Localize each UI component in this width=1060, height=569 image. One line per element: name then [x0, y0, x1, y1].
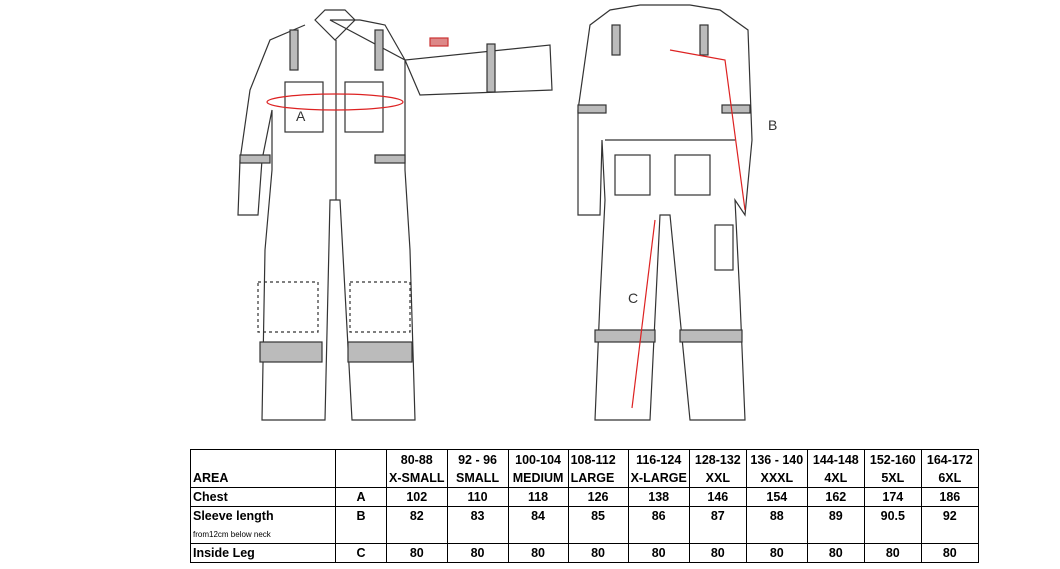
- cell: 80: [627, 543, 690, 563]
- sleeve-measure-line: [669, 49, 746, 211]
- row-label: Inside Leg: [190, 543, 336, 563]
- area-header: AREA: [190, 449, 336, 488]
- cell: 80: [446, 543, 509, 563]
- cell: 90.5: [863, 506, 922, 525]
- cell: 80: [507, 543, 569, 563]
- cell: 82: [386, 506, 448, 525]
- row-label: Sleeve length: [190, 506, 336, 525]
- cell: 84: [507, 506, 569, 525]
- leg-measure-line: [631, 219, 656, 409]
- cell: 186: [920, 487, 979, 507]
- front-coverall: [237, 9, 553, 421]
- cell: 80: [386, 543, 448, 563]
- table-row-sleeve-note: from12cm below neck: [190, 525, 979, 544]
- label-a: A: [296, 108, 306, 124]
- label-b: B: [768, 117, 778, 133]
- cell: 102: [386, 487, 448, 507]
- cell: 110: [446, 487, 509, 507]
- cell: 85: [567, 506, 629, 525]
- cell: 174: [863, 487, 922, 507]
- row-label: Chest: [190, 487, 336, 507]
- cell: 83: [446, 506, 509, 525]
- coverall-technical-drawing: [237, 4, 753, 421]
- row-code: A: [335, 487, 387, 507]
- cell: 92: [920, 506, 979, 525]
- cell: 89: [806, 506, 865, 525]
- back-coverall: [577, 4, 753, 421]
- cell: 154: [745, 487, 808, 507]
- chest-measure-line: [266, 93, 404, 111]
- table-row-inside-leg: Inside Leg C 80 80 80 80 80 80 80 80 80 …: [190, 543, 979, 563]
- cell: 80: [745, 543, 808, 563]
- cell: 126: [567, 487, 629, 507]
- cell: 162: [806, 487, 865, 507]
- cell: 80: [920, 543, 979, 563]
- sleeve-note: from12cm below neck: [190, 525, 336, 544]
- cell: 80: [806, 543, 865, 563]
- cell: 86: [627, 506, 690, 525]
- cell: 80: [567, 543, 629, 563]
- label-c: C: [628, 290, 639, 306]
- row-code: B: [335, 506, 387, 525]
- table-row-sleeve: Sleeve length B 82 83 84 85 86 87 88 89 …: [190, 506, 979, 525]
- row-code: C: [335, 543, 387, 563]
- cell: 138: [627, 487, 690, 507]
- cell: 80: [688, 543, 747, 563]
- cell: 146: [688, 487, 747, 507]
- cell: 87: [688, 506, 747, 525]
- cell: 80: [863, 543, 922, 563]
- cell: 118: [507, 487, 569, 507]
- cell: 88: [745, 506, 808, 525]
- table-row-chest: Chest A 102 110 118 126 138 146 154 162 …: [190, 487, 979, 507]
